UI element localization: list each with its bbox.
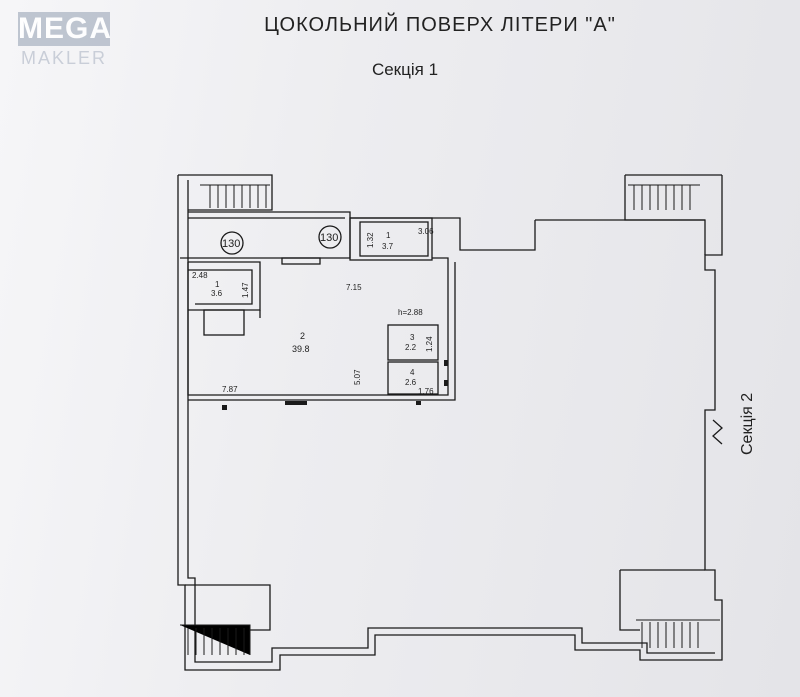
room-1-top: [349, 217, 433, 261]
stair-block-top-left: [178, 174, 273, 211]
top-right-wall: [350, 217, 706, 255]
room-3-area: 2.2: [405, 343, 417, 352]
dim-5-07: 5.07: [353, 369, 362, 385]
dim-7-15: 7.15: [346, 283, 362, 292]
circle-marker-2: [318, 225, 342, 249]
dim-height: h=2.88: [398, 308, 423, 317]
circle-label-1: 130: [222, 238, 240, 250]
room-4-area: 2.6: [405, 378, 417, 387]
stairs-bottom-right: [636, 619, 720, 648]
circle-marker-1: [220, 231, 244, 255]
room-2-area: 39.8: [292, 344, 310, 354]
room-3-number: 3: [410, 333, 415, 342]
stair-block-bottom-left: [185, 584, 271, 631]
small-stair-box: [203, 309, 245, 336]
dim-1-24: 1.24: [425, 336, 434, 352]
logo-main-text: MEGA: [18, 12, 112, 46]
outer-wall-inner: [187, 180, 715, 663]
stairs-bottom-left: [180, 624, 251, 655]
fixture-2: [416, 401, 421, 405]
section-2-label: Секція 2: [739, 393, 756, 455]
break-line: [712, 419, 723, 445]
room-1-left-number: 1: [215, 280, 220, 289]
radiator-1: [285, 401, 307, 405]
room-1-top-number: 1: [386, 231, 391, 240]
room-4: [387, 361, 439, 395]
dim-3-06: 3.06: [418, 227, 434, 236]
room-4-number: 4: [410, 368, 415, 377]
room-1-left-area: 3.6: [211, 289, 223, 298]
fixture-3: [444, 360, 448, 366]
dim-1-32: 1.32: [366, 232, 375, 248]
fixture-1: [222, 405, 227, 410]
dim-1-76: 1.76: [418, 387, 434, 396]
dim-2-48: 2.48: [192, 271, 208, 280]
watermark-logo: MEGA MAKLER: [18, 12, 118, 72]
main-room-wall: [187, 257, 456, 401]
circle-label-2: 130: [320, 232, 338, 244]
logo-sub-text: MAKLER: [20, 48, 108, 68]
fixture-4: [444, 380, 448, 386]
stairs-top-left: [200, 184, 270, 208]
room-1-top-area: 3.7: [382, 242, 394, 251]
plan-title: ЦОКОЛЬНИЙ ПОВЕРХ ЛІТЕРИ "А": [264, 14, 616, 36]
room-2-number: 2: [300, 331, 305, 341]
stair-block-bottom-right: [619, 569, 705, 631]
window-top: [281, 257, 321, 265]
dim-1-47: 1.47: [241, 282, 250, 298]
dim-7-87: 7.87: [222, 385, 238, 394]
outer-wall: [177, 175, 723, 671]
section-title: Секція 1: [371, 60, 439, 79]
room-3: [387, 324, 439, 361]
stairs-top-right: [628, 184, 700, 210]
room-1-top-inner: [359, 221, 429, 257]
